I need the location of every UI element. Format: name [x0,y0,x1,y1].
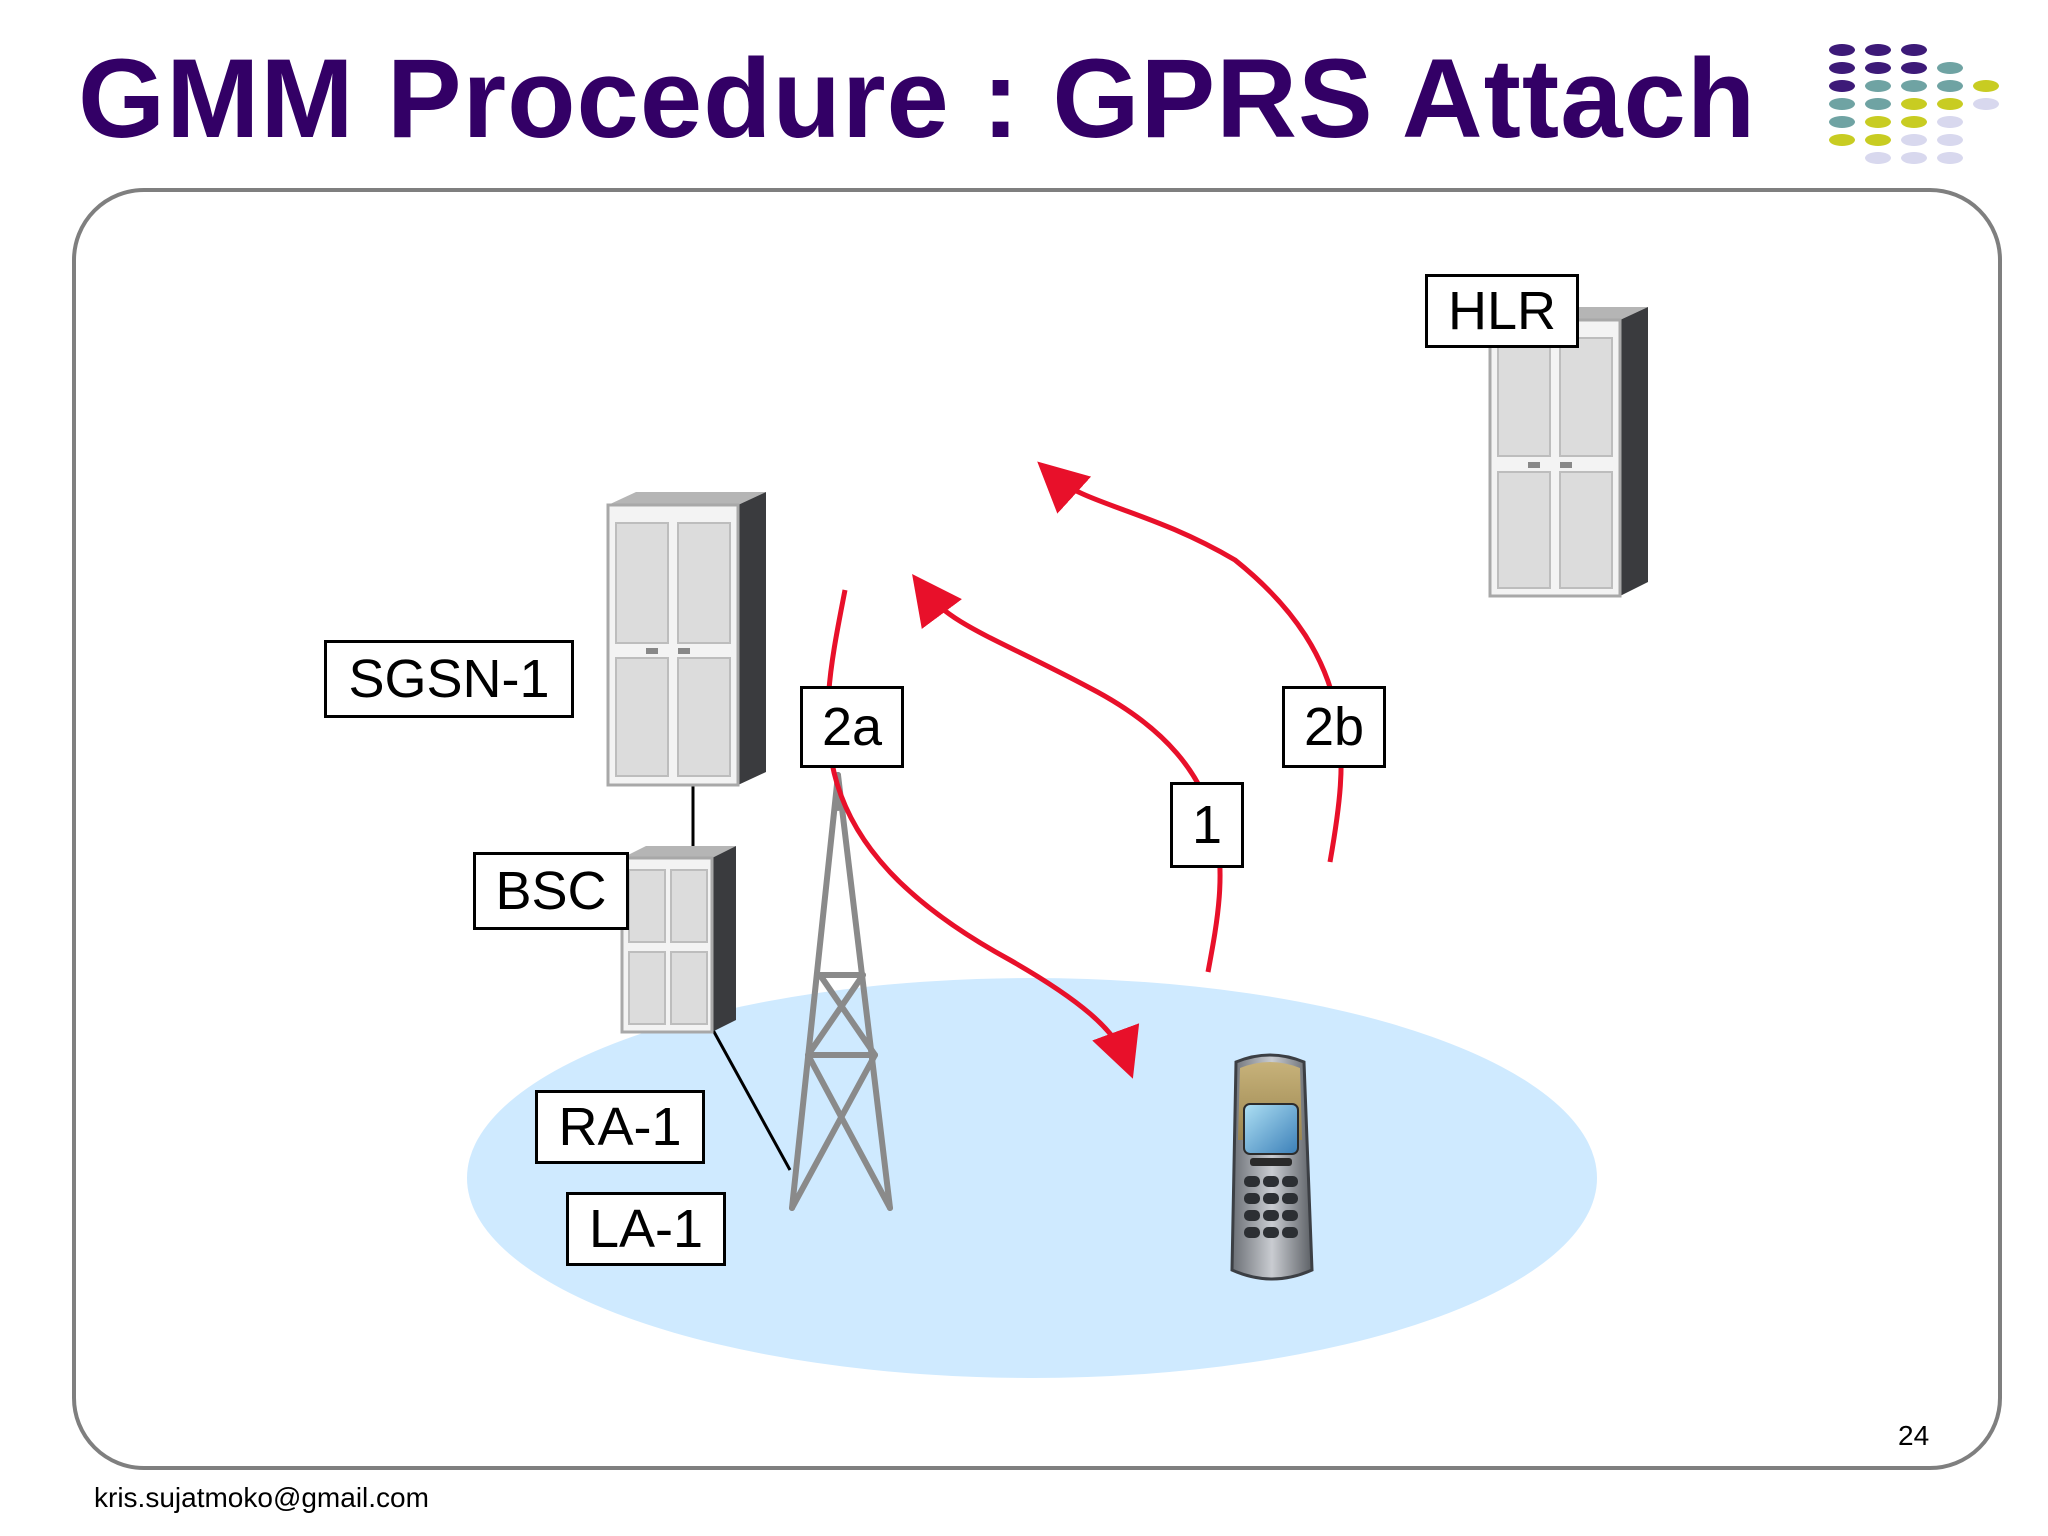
logo-dot [1937,134,1963,146]
logo-dot [1865,62,1891,74]
logo-dot [1829,62,1855,74]
logo-dot [1865,116,1891,128]
page-number: 24 [1898,1420,1930,1451]
logo-dot [1937,80,1963,92]
logo-dot [1901,62,1927,74]
logo-dot [1829,80,1855,92]
logo-dot [1937,116,1963,128]
logo-dot [1865,80,1891,92]
logo-dot [1829,116,1855,128]
antenna-tower-icon [789,772,893,1211]
logo-dot [1901,134,1927,146]
sgsn-label: SGSN-1 [324,640,574,718]
logo-dot [1901,152,1927,164]
cell-coverage-area [467,978,1597,1378]
logo-dot [1901,80,1927,92]
logo-dot [1865,44,1891,56]
logo-dot [1829,44,1855,56]
arrow-2b-icon [1037,461,1344,863]
arrow-2a-icon [825,589,1140,1079]
hlr-server-icon [1488,307,1648,598]
logo-dot [1901,44,1927,56]
bsc-label: BSC [473,852,629,930]
logo-dot [1937,152,1963,164]
sgsn-server-icon [606,492,766,787]
logo-dot [1865,152,1891,164]
ra-label: RA-1 [535,1090,705,1164]
step-1-label: 1 [1170,782,1244,868]
logo-dot [1865,98,1891,110]
logo-dot [1901,98,1927,110]
logo-dot [1937,62,1963,74]
logo-dot [1901,116,1927,128]
bsc-tower-link [711,1029,792,1171]
logo-dot [1865,134,1891,146]
page-title: GMM Procedure : GPRS Attach [78,36,1757,161]
mobile-phone-icon [1230,1053,1314,1281]
logo-dot [1937,98,1963,110]
footer-email: kris.sujatmoko@gmail.com [94,1482,429,1513]
step-2a-label: 2a [800,686,904,768]
logo-dot [1973,98,1999,110]
la-label: LA-1 [566,1192,726,1266]
hlr-label: HLR [1425,274,1579,348]
logo-dot [1829,134,1855,146]
step-2b-label: 2b [1282,686,1386,768]
logo-dot [1829,98,1855,110]
logo-dot [1973,80,1999,92]
arrow-1-icon [912,573,1223,973]
logo-dots-icon [1829,44,1999,164]
bsc-server-icon [620,846,736,1034]
